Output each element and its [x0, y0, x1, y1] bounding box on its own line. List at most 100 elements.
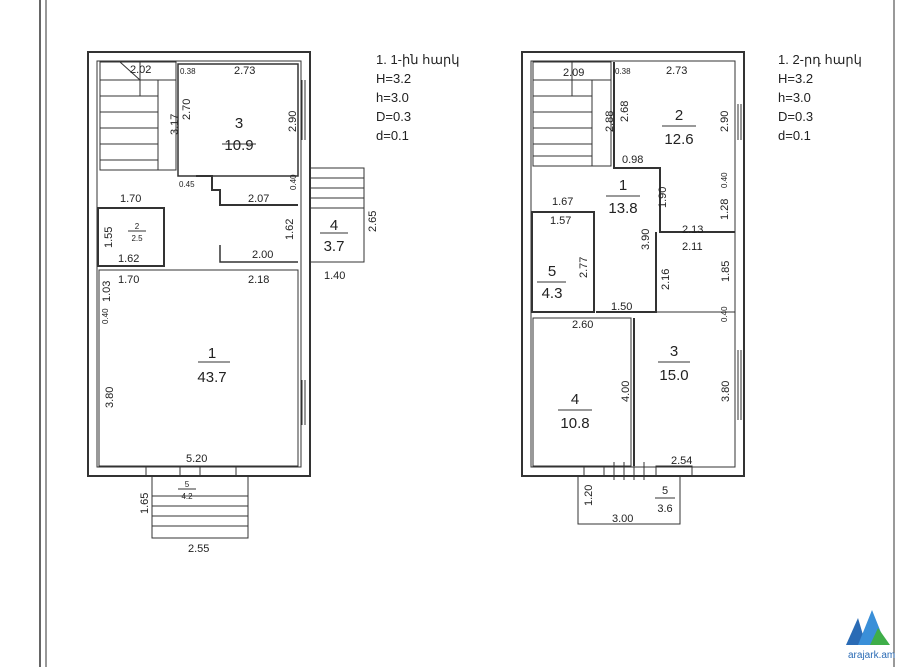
dim-label: 2.90	[719, 111, 731, 132]
dim-label: 2.77	[578, 257, 590, 278]
floor2-note-1: H=3.2	[778, 71, 813, 86]
floor1-room-number: 5	[185, 480, 190, 489]
dim-label: 2.18	[248, 274, 269, 286]
dim-label: 2.54	[671, 455, 692, 467]
dim-label: 1.57	[550, 215, 571, 227]
floor1-room-number: 1	[208, 345, 216, 362]
floor2-room-number: 5	[662, 485, 668, 497]
floor1-room-area: 3.7	[324, 238, 345, 255]
floor2-plan	[521, 51, 745, 525]
dim-label: 2.65	[367, 211, 379, 232]
dim-label: 1.62	[118, 253, 139, 265]
floor2-note-3: D=0.3	[778, 109, 813, 124]
dim-label: 2.02	[130, 64, 151, 76]
dim-label: 0.38	[615, 67, 631, 76]
dim-label: 5.20	[186, 453, 207, 465]
dim-label: 1.50	[611, 301, 632, 313]
dim-label: 3.00	[612, 513, 633, 525]
dim-label: 1.90	[657, 187, 669, 208]
dim-label: 1.03	[101, 281, 113, 302]
floor2-room-area: 10.8	[560, 415, 589, 432]
floor1-room1-walls	[98, 269, 299, 467]
dim-label: 1.65	[139, 493, 151, 514]
dim-label: 2.70	[181, 99, 193, 120]
floor2-staircase	[532, 61, 612, 167]
floor1-room3-walls	[177, 63, 299, 177]
dim-label: 1.62	[284, 219, 296, 240]
floor2-room-area: 3.6	[657, 503, 672, 515]
dim-label: 2.88	[604, 111, 616, 132]
floor1-room-labels: 1 43.7 3 10.9 4 3.7 2 2.5 5 4.2	[131, 115, 344, 501]
floor1-note-3: D=0.3	[376, 109, 411, 124]
dim-label: 3.17	[169, 114, 181, 135]
logo-text: arajark.am	[848, 650, 895, 661]
floor1-room-number: 4	[330, 217, 338, 234]
dim-label: 2.00	[252, 249, 273, 261]
dim-label: 0.40	[720, 306, 729, 322]
floor1-room-area: 10.9	[224, 137, 253, 154]
dim-label: 0.98	[622, 154, 643, 166]
dim-label: 2.60	[572, 319, 593, 331]
floor2-room-area: 15.0	[659, 367, 688, 384]
floor1-notes: 1. 1-ին հարկ H=3.2 h=3.0 D=0.3 d=0.1	[376, 52, 459, 143]
dim-label: 0.40	[289, 174, 298, 190]
dim-label: 3.80	[720, 381, 732, 402]
floor1-note-4: d=0.1	[376, 128, 409, 143]
dim-label: 2.68	[619, 101, 631, 122]
dim-label: 4.00	[620, 381, 632, 402]
floor1-note-0: 1. 1-ին հարկ	[376, 52, 459, 67]
floor2-note-0: 1. 2-րդ հարկ	[778, 52, 862, 67]
dim-label: 0.40	[720, 172, 729, 188]
floor2-room5-walls	[531, 211, 595, 313]
dim-label: 3.90	[640, 229, 652, 250]
dim-label: 0.38	[180, 67, 196, 76]
dim-label: 2.90	[287, 111, 299, 132]
floor2-room-number: 5	[548, 263, 556, 280]
floor2-room-area: 12.6	[664, 131, 693, 148]
dim-label: 2.73	[234, 65, 255, 77]
floor1-plan	[87, 51, 365, 539]
dim-label: 3.80	[104, 387, 116, 408]
dim-label: 1.70	[118, 274, 139, 286]
floor2-dimensions: 2.09 0.38 2.73 2.88 2.68 2.90 0.98 0.40 …	[550, 65, 732, 525]
dim-label: 0.45	[179, 180, 195, 189]
dim-label: 2.55	[188, 543, 209, 555]
dim-label: 1.67	[552, 196, 573, 208]
floor1-room-area: 4.2	[181, 492, 193, 501]
floor1-room-area: 43.7	[197, 369, 226, 386]
floor1-room-number: 2	[135, 222, 140, 231]
floor1-room2-walls	[97, 207, 165, 267]
floor1-dimensions: 2.02 0.38 2.73 3.17 2.70 2.90 0.40 0.45 …	[101, 64, 379, 555]
floor1-note-2: h=3.0	[376, 90, 409, 105]
dim-label: 1.55	[103, 227, 115, 248]
dim-label: 0.40	[101, 308, 110, 324]
floor1-note-1: H=3.2	[376, 71, 411, 86]
dim-label: 2.07	[248, 193, 269, 205]
dim-label: 1.85	[720, 261, 732, 282]
dim-label: 2.09	[563, 67, 584, 79]
floor2-room-number: 4	[571, 391, 579, 408]
dim-label: 2.11	[682, 241, 703, 253]
arajark-logo-icon	[846, 610, 890, 645]
dim-label: 2.13	[682, 224, 703, 236]
floor2-room-area: 4.3	[542, 285, 563, 302]
floor2-note-2: h=3.0	[778, 90, 811, 105]
floor1-room-number: 3	[235, 115, 243, 132]
dim-label: 1.20	[583, 485, 595, 506]
dim-label: 2.16	[660, 269, 672, 290]
floor2-notes: 1. 2-րդ հարկ H=3.2 h=3.0 D=0.3 d=0.1	[778, 52, 862, 143]
dim-label: 1.28	[719, 199, 731, 220]
floor2-room-number: 3	[670, 343, 678, 360]
floor2-room-number: 1	[619, 177, 627, 194]
floor2-room4-walls	[532, 317, 632, 467]
floor2-room-area: 13.8	[608, 200, 637, 217]
dim-label: 1.70	[120, 193, 141, 205]
dim-label: 2.73	[666, 65, 687, 77]
floor2-room-labels: 2 12.6 1 13.8 5 4.3 3 15.0 4 10.8 5 3.6	[542, 107, 694, 515]
floor2-note-4: d=0.1	[778, 128, 811, 143]
floor2-room-number: 2	[675, 107, 683, 124]
floor1-staircase	[99, 61, 177, 171]
floor1-room-area: 2.5	[131, 234, 143, 243]
